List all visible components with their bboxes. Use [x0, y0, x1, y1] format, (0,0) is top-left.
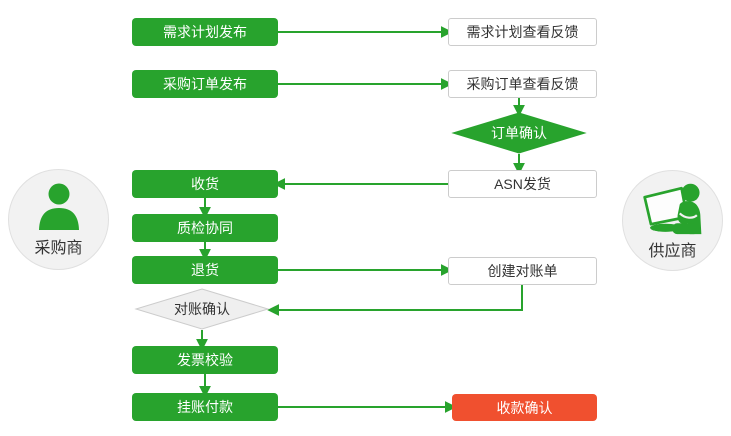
node-recon-confirm-label: 对账确认: [174, 301, 230, 317]
actor-supplier: 供应商: [622, 170, 723, 271]
actor-supplier-label: 供应商: [648, 242, 697, 260]
node-return-goods: 退货: [132, 256, 278, 284]
node-asn-ship: ASN发货: [448, 170, 597, 198]
node-order-confirm-label: 订单确认: [491, 125, 547, 141]
arrow-create-statement-to-recon-confirm: [267, 285, 523, 316]
diamond-shape: [451, 112, 587, 154]
node-demand-plan-feedback: 需求计划查看反馈: [448, 18, 597, 46]
node-recon-confirm: 对账确认: [134, 288, 270, 330]
buyer-person-icon: [38, 183, 79, 230]
node-demand-plan-publish: 需求计划发布: [132, 18, 278, 46]
node-receive: 收货: [132, 170, 278, 198]
node-create-statement: 创建对账单: [448, 257, 597, 285]
node-invoice-check: 发票校验: [132, 346, 278, 374]
node-receipt-confirm: 收款确认: [452, 394, 597, 421]
supplier-person-laptop-icon: [642, 183, 701, 234]
actor-buyer: 采购商: [8, 169, 109, 270]
actor-buyer-label: 采购商: [34, 239, 83, 257]
node-qc-collab: 质检协同: [132, 214, 278, 242]
node-po-feedback: 采购订单查看反馈: [448, 70, 597, 98]
diamond-shape: [134, 288, 270, 330]
node-order-confirm: 订单确认: [451, 112, 587, 154]
node-po-publish: 采购订单发布: [132, 70, 278, 98]
node-payment: 挂账付款: [132, 393, 278, 421]
